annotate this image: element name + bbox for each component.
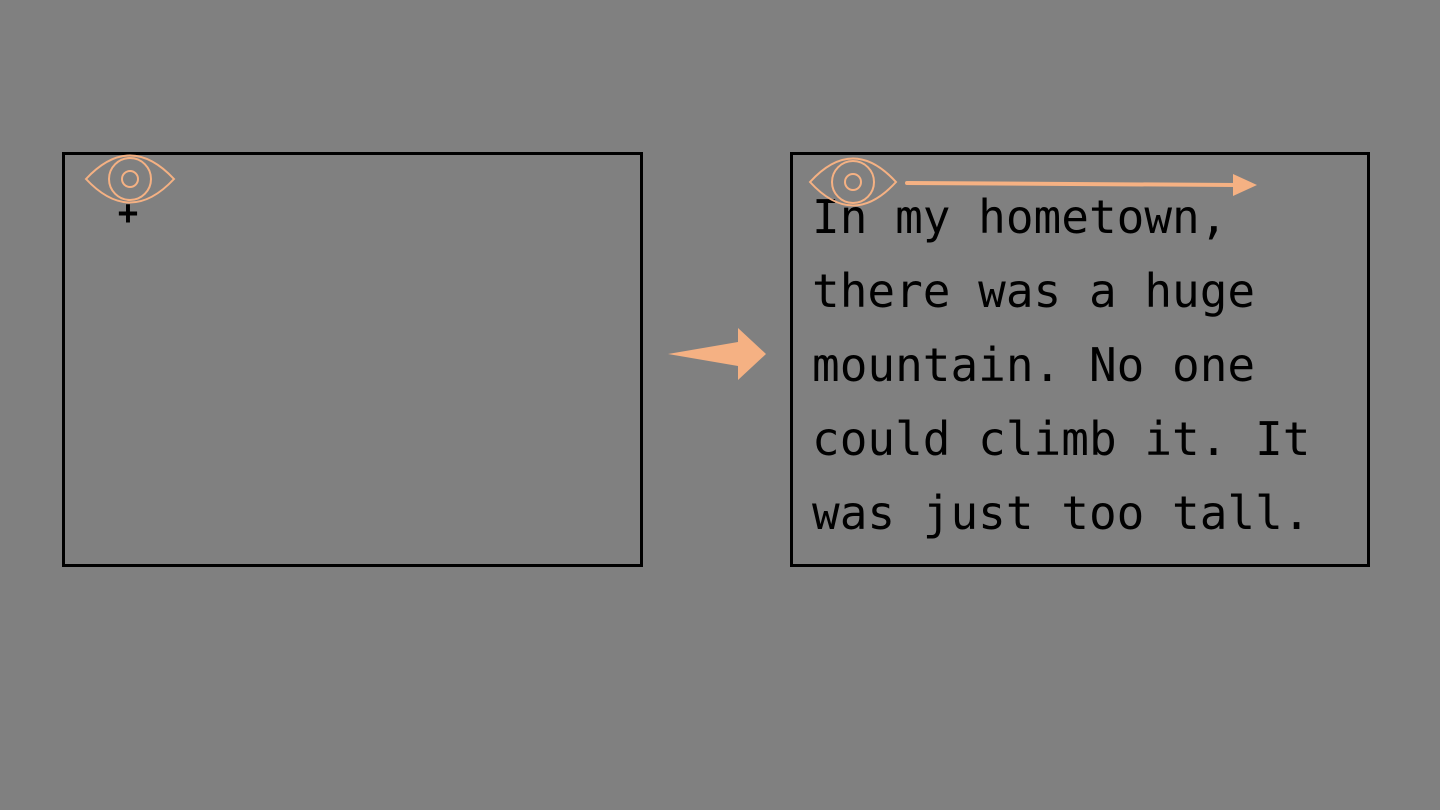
- arrow-right-icon: [668, 328, 766, 380]
- reading-passage: In my hometown, there was a huge mountai…: [812, 190, 1311, 540]
- eye-icon: [808, 157, 898, 207]
- reading-screen-panel: [790, 152, 1370, 567]
- eye-icon: [84, 154, 176, 204]
- arrow-right-line-icon: [905, 174, 1257, 196]
- fixation-screen-panel: [62, 152, 643, 567]
